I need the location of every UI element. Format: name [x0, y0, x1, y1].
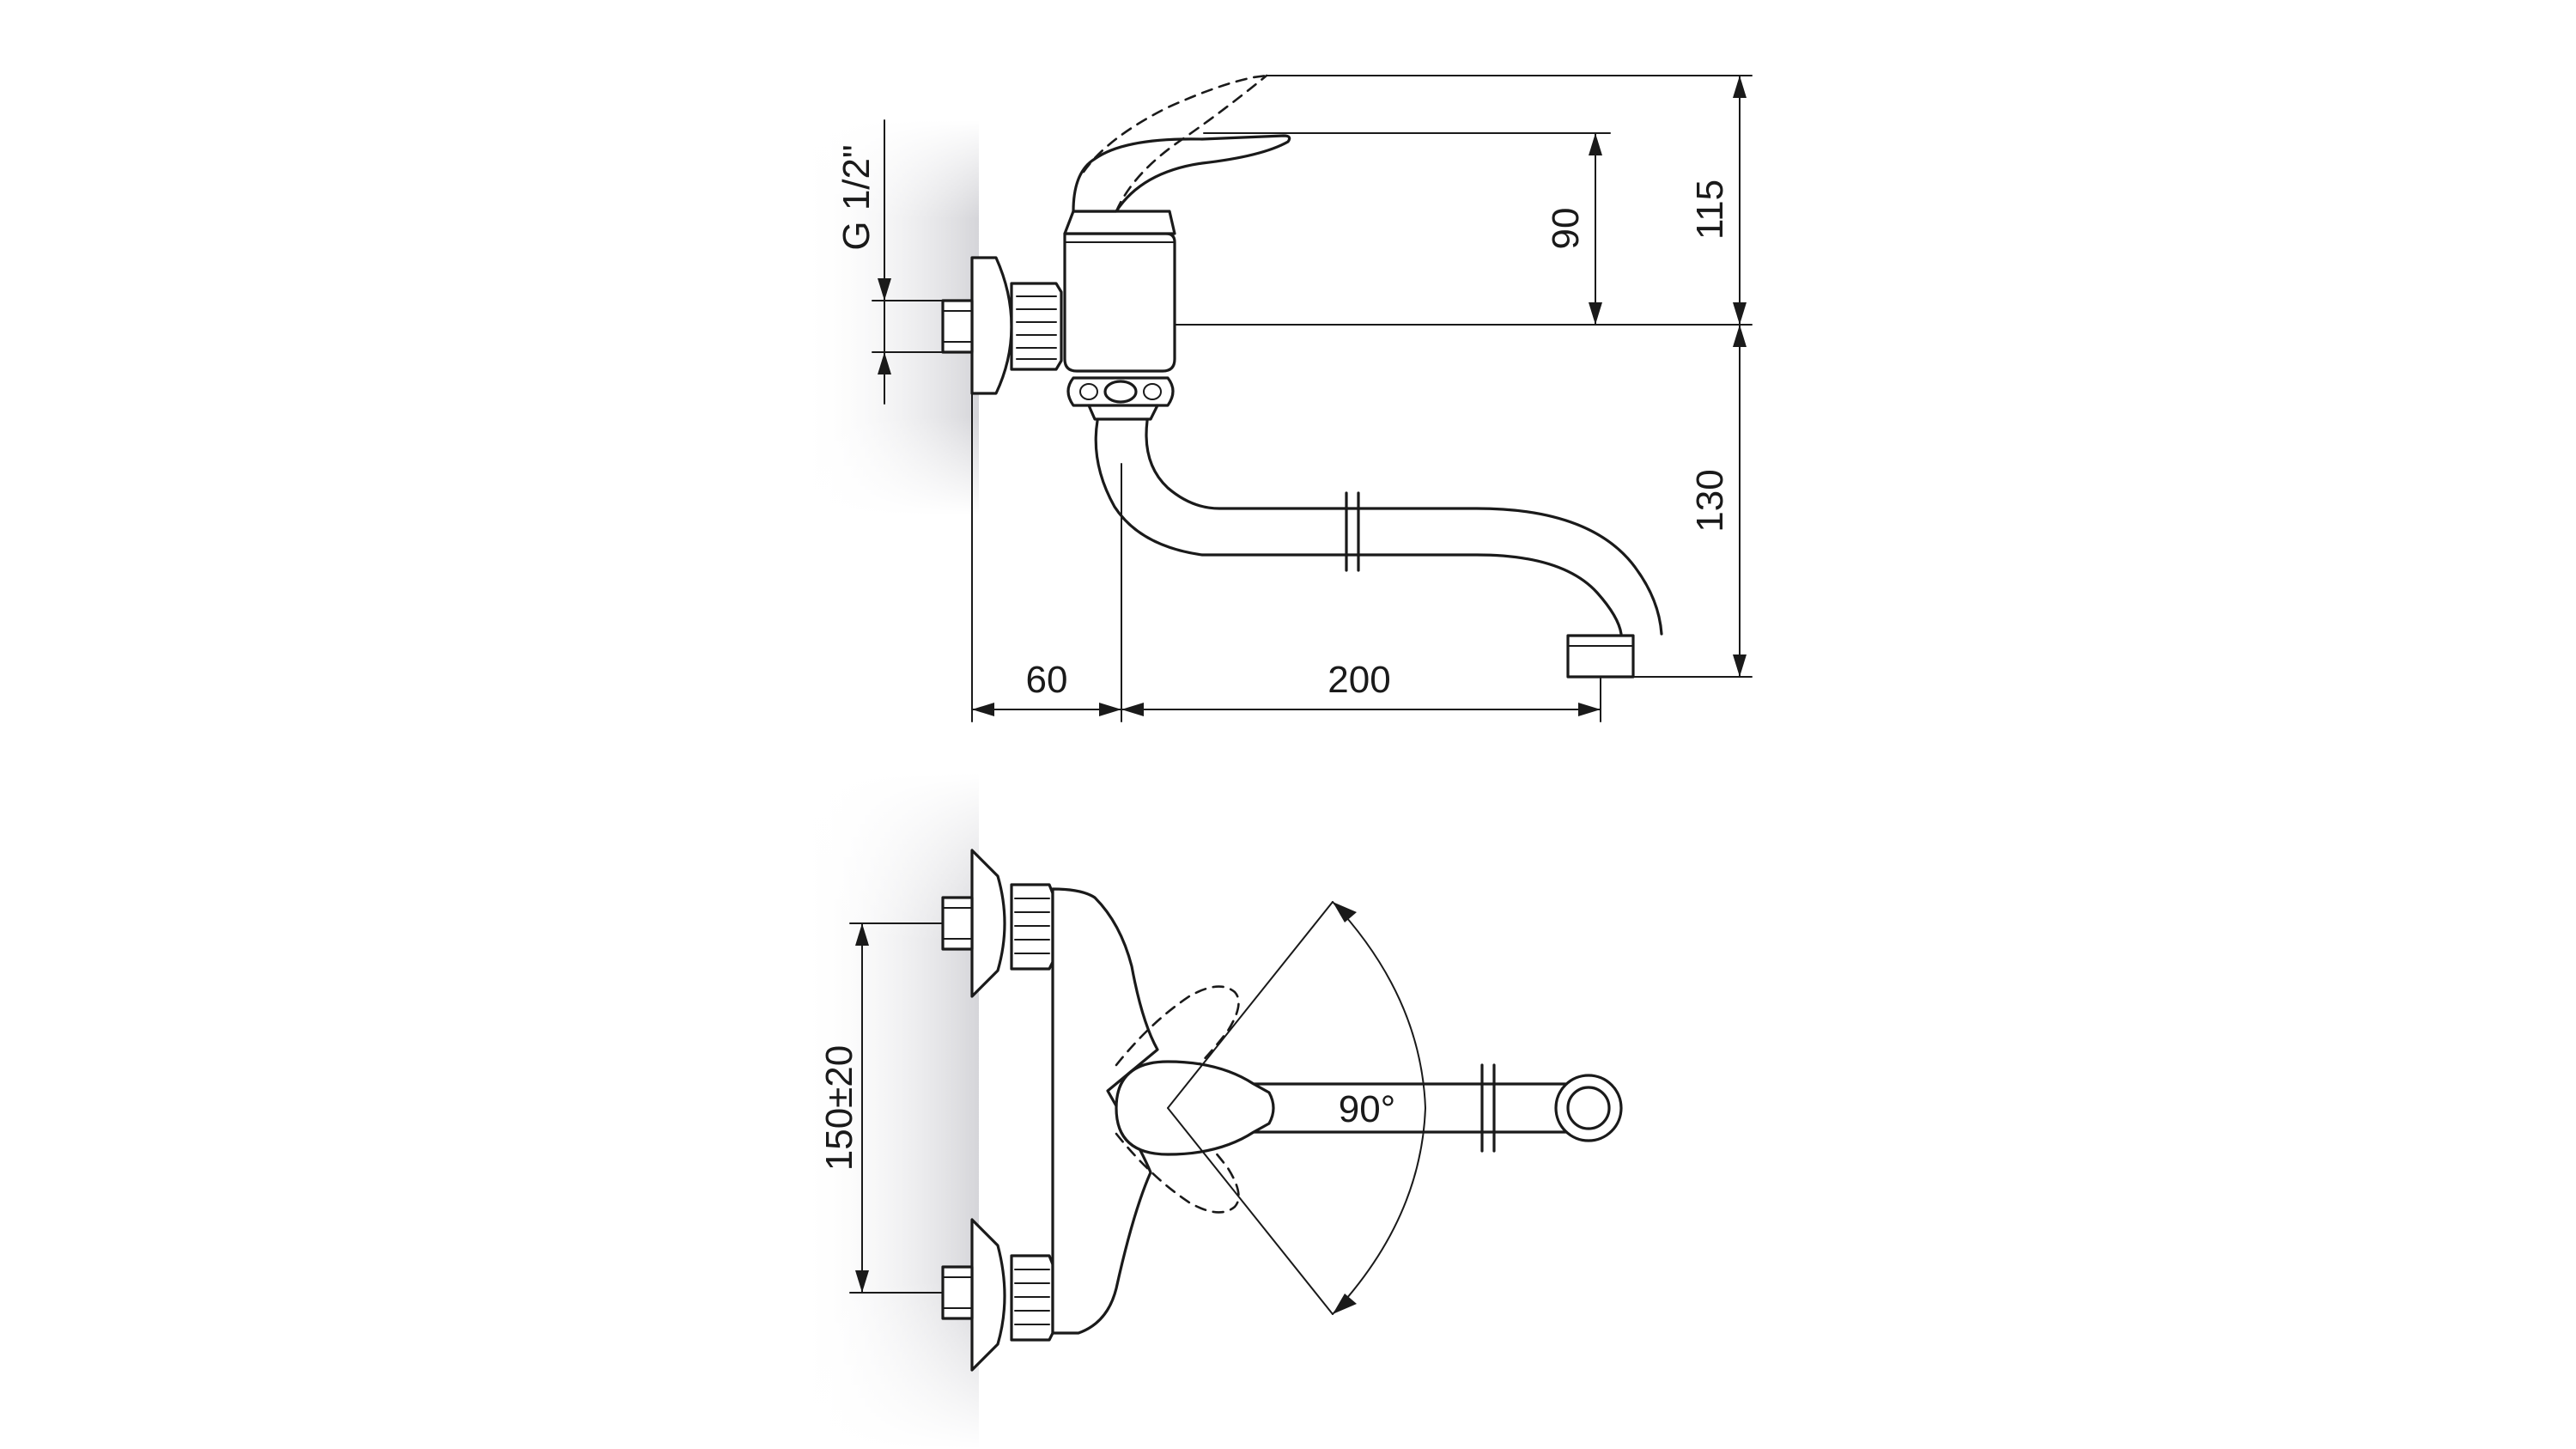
spout-pipe — [1094, 419, 1623, 636]
handle-swept-left — [1115, 985, 1240, 1110]
handle-swept-right — [1115, 1089, 1240, 1214]
dimension-horizontal: 60 200 — [971, 393, 1601, 722]
label-90-degrees: 90° — [1339, 1088, 1396, 1130]
dimension-thread: G 1/2" — [835, 119, 973, 405]
dimension-total-height: 115 — [1266, 75, 1753, 326]
dimension-rotation: 90° — [1167, 901, 1427, 1315]
label-200: 200 — [1327, 659, 1390, 701]
lower-flange — [970, 1218, 1006, 1372]
side-view: G 1/2" 90 115 130 — [799, 74, 1753, 722]
label-60: 60 — [1026, 659, 1068, 701]
handle-lever — [1072, 134, 1291, 213]
dimension-spout-height: 130 — [1632, 324, 1753, 678]
inlet-pipe — [941, 299, 974, 354]
dimension-handle-height: 90 — [1174, 132, 1753, 326]
wall-flange — [970, 256, 1013, 395]
mixer-body — [1063, 232, 1176, 373]
aerator — [1566, 634, 1635, 679]
top-view: 90° 150±20 — [799, 773, 1623, 1449]
label-150-20: 150±20 — [818, 1045, 860, 1172]
label-thread: G 1/2" — [835, 144, 878, 250]
handle-raised-outline — [1082, 74, 1268, 174]
label-115: 115 — [1689, 180, 1731, 240]
dimension-inlet-spacing: 150±20 — [818, 922, 944, 1294]
mixer-body-top — [1051, 887, 1159, 1335]
upper-flange — [970, 849, 1006, 998]
label-90: 90 — [1545, 208, 1587, 250]
handle-lever-top — [1115, 1060, 1275, 1156]
label-130: 130 — [1689, 469, 1731, 532]
